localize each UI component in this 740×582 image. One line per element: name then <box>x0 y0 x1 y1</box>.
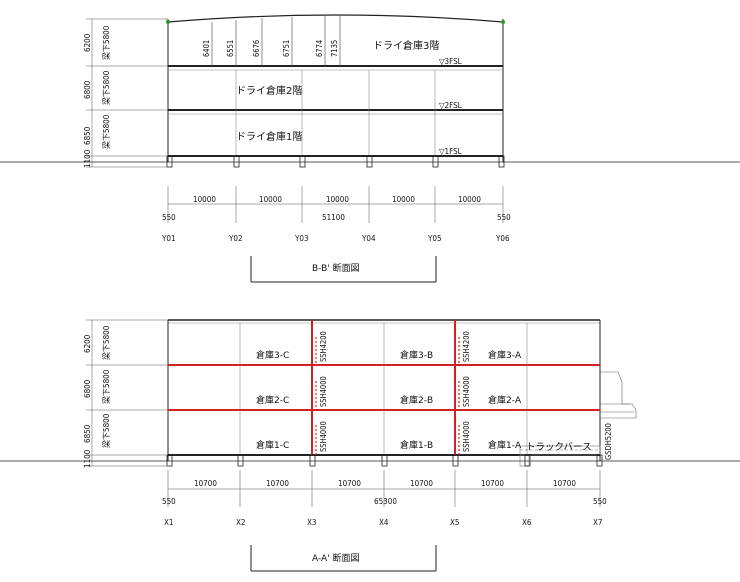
shutter-label-gsd: GSDH5200 <box>604 423 613 460</box>
room-label-dry-1f: ドライ倉庫1階 <box>236 130 302 143</box>
dim-foundation: 1100 <box>83 149 92 168</box>
grid-y05: Y05 <box>427 234 442 243</box>
dim-height-1f: 6850 <box>83 126 92 145</box>
span-bb-3: 10000 <box>326 195 349 204</box>
footings-bb <box>166 155 505 168</box>
grid-x2: X2 <box>236 518 246 527</box>
left-dimension-bb <box>86 18 168 168</box>
roof-height-2: 6551 <box>226 40 235 57</box>
footings-aa <box>166 454 603 467</box>
room-2c: 倉庫2-C <box>256 394 289 406</box>
level-mark-2fsl: ▽2FSL <box>439 101 462 110</box>
left-dimension-aa <box>86 319 168 467</box>
bottom-dimension-bb <box>167 186 504 223</box>
room-3c: 倉庫3-C <box>256 349 289 361</box>
span-bb-5: 10000 <box>458 195 481 204</box>
shutter-label-3f-x3: SSH4200 <box>319 331 328 362</box>
roof-height-3: 6676 <box>252 40 261 57</box>
dim-height-2f: 6800 <box>83 80 92 99</box>
dim-aa-foundation: 1100 <box>83 449 92 468</box>
roof-height-6: 7135 <box>330 40 339 57</box>
bottom-dimension-aa <box>167 470 601 507</box>
roof-height-5: 6774 <box>315 40 324 57</box>
total-bb: 51100 <box>322 213 345 222</box>
truck-berth-area <box>519 445 601 467</box>
grid-y04: Y04 <box>361 234 376 243</box>
room-label-dry-2f: ドライ倉庫2階 <box>236 84 302 97</box>
roof-curve-bb <box>167 14 504 23</box>
room-2a: 倉庫2-A <box>488 394 522 406</box>
level-mark-3fsl: ▽3FSL <box>439 57 462 66</box>
edge-bb-left: 550 <box>162 213 176 222</box>
span-bb-1: 10000 <box>193 195 216 204</box>
grid-x4: X4 <box>379 518 389 527</box>
grid-x6: X6 <box>522 518 532 527</box>
room-1a: 倉庫1-A <box>488 439 522 451</box>
grid-y06: Y06 <box>495 234 510 243</box>
columns-aa <box>239 323 528 455</box>
shutters-aa <box>315 337 460 455</box>
span-aa-6: 10700 <box>553 479 576 488</box>
grid-y03: Y03 <box>294 234 309 243</box>
section-title-aa: A-A' 断面図 <box>312 552 360 564</box>
room-1b: 倉庫1-B <box>400 439 433 451</box>
dim-aa-height-1f: 6850 <box>83 424 92 443</box>
total-aa: 65300 <box>374 497 397 506</box>
edge-bb-right: 550 <box>497 213 511 222</box>
truck-berth-canopy <box>600 371 637 419</box>
room-3a: 倉庫3-A <box>488 349 522 361</box>
roof-height-ticks <box>211 16 341 66</box>
grid-x3: X3 <box>307 518 317 527</box>
roof-node-right <box>501 20 505 24</box>
dim-clear-2f: 梁下5800 <box>102 70 111 105</box>
shutter-label-1f-x5: SSH4000 <box>462 421 471 452</box>
shutter-label-3f-x5: SSH4200 <box>462 331 471 362</box>
shutter-label-2f-x5: SSH4000 <box>462 376 471 407</box>
section-aa: 6200 梁下5800 6800 梁下5800 6850 梁下5800 1100… <box>0 319 740 572</box>
room-3b: 倉庫3-B <box>400 349 433 361</box>
dim-aa-clear-3f: 梁下5800 <box>102 325 111 360</box>
dim-height-3f: 6200 <box>83 33 92 52</box>
room-2b: 倉庫2-B <box>400 394 433 406</box>
room-1c: 倉庫1-C <box>256 439 289 451</box>
shutter-label-2f-x3: SSH4000 <box>319 376 328 407</box>
dim-aa-clear-2f: 梁下5800 <box>102 369 111 404</box>
dim-clear-1f: 梁下5800 <box>102 114 111 149</box>
grid-x5: X5 <box>450 518 460 527</box>
edge-aa-left: 550 <box>162 497 176 506</box>
grid-x1: X1 <box>164 518 174 527</box>
room-label-dry-3f: ドライ倉庫3階 <box>373 39 439 52</box>
span-aa-3: 10700 <box>338 479 361 488</box>
truck-berth-label: トラックバース <box>526 442 592 453</box>
roof-height-4: 6751 <box>282 40 291 57</box>
grid-y01: Y01 <box>161 234 176 243</box>
span-aa-2: 10700 <box>266 479 289 488</box>
span-aa-1: 10700 <box>194 479 217 488</box>
span-aa-4: 10700 <box>410 479 433 488</box>
dim-aa-height-3f: 6200 <box>83 334 92 353</box>
roof-height-1: 6401 <box>202 40 211 57</box>
roof-node-left <box>166 20 170 24</box>
span-aa-5: 10700 <box>481 479 504 488</box>
section-title-bb: B-B' 断面図 <box>312 262 360 274</box>
dim-aa-clear-1f: 梁下5800 <box>102 413 111 448</box>
dim-clear-3f: 梁下5800 <box>102 25 111 60</box>
columns-bb <box>235 70 436 156</box>
span-bb-2: 10000 <box>259 195 282 204</box>
edge-aa-right: 550 <box>593 497 607 506</box>
section-bb: 6200 梁下5800 6800 梁下5800 6850 梁下5800 1100… <box>0 14 740 283</box>
shutter-label-1f-x3: SSH4000 <box>319 421 328 452</box>
dim-aa-height-2f: 6800 <box>83 379 92 398</box>
level-mark-1fsl: ▽1FSL <box>439 147 462 156</box>
grid-y02: Y02 <box>228 234 243 243</box>
grid-x7: X7 <box>593 518 603 527</box>
span-bb-4: 10000 <box>392 195 415 204</box>
